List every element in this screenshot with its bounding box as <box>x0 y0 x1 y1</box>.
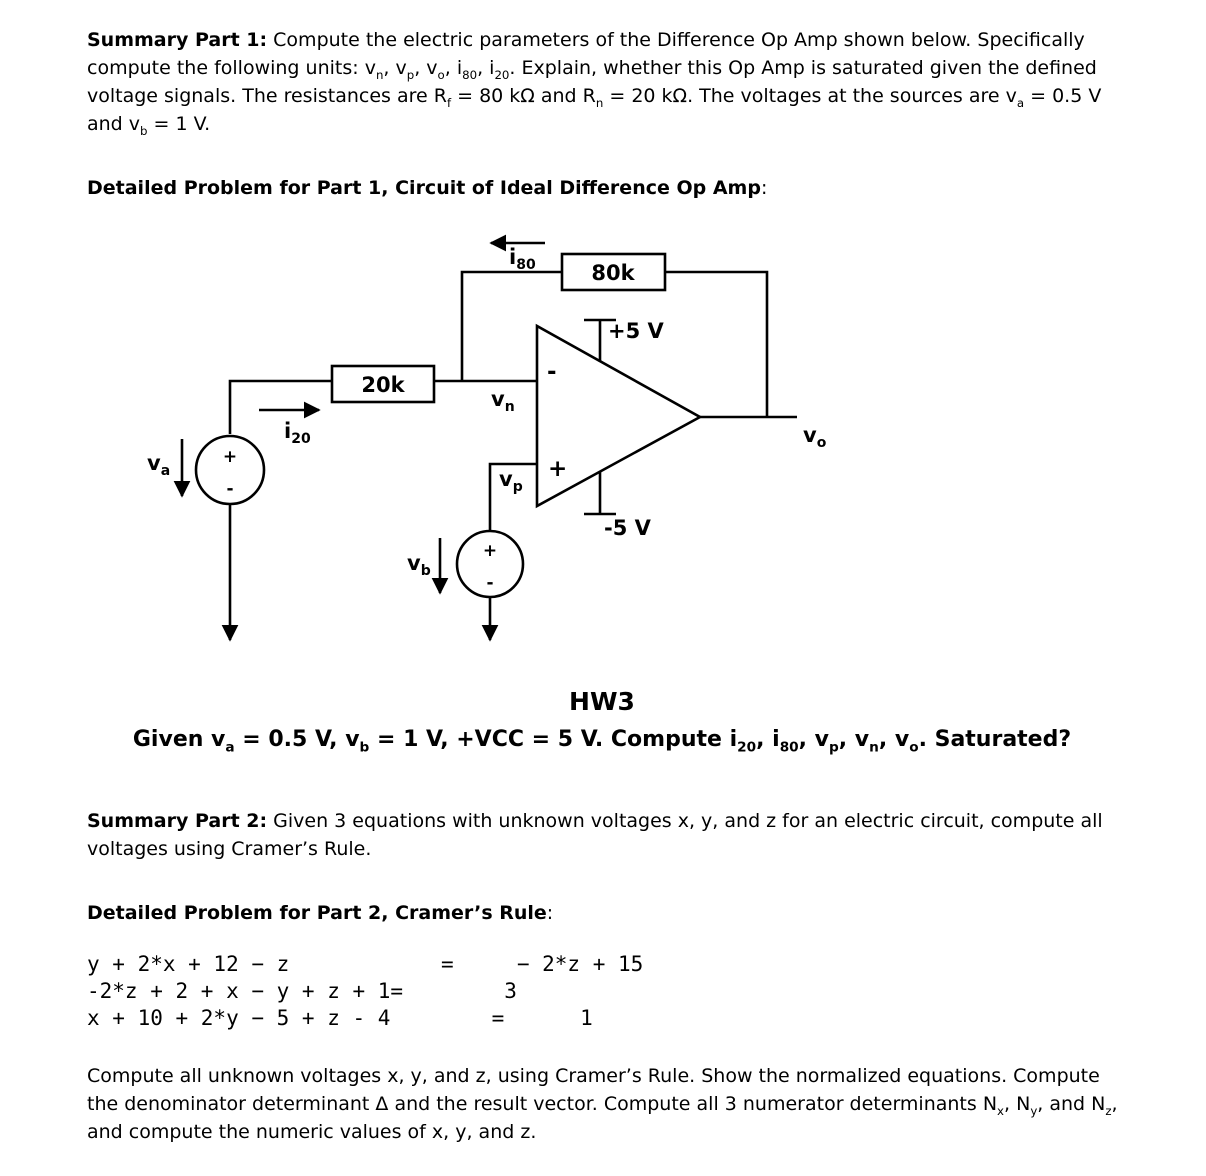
vn-label: vn <box>491 387 515 415</box>
hw3-block: HW3 Given va = 0.5 V, vb = 1 V, +VCC = 5… <box>87 687 1117 755</box>
hw3-title: HW3 <box>569 687 635 716</box>
i20-label: i20 <box>284 419 311 447</box>
equations-block: y + 2*x + 12 − z = − 2*z + 15 -2*z + 2 +… <box>87 951 1136 1032</box>
negative-supply-label: -5 V <box>604 516 652 540</box>
noninverting-input-wire <box>488 462 537 531</box>
resistor-20k-box <box>330 364 436 404</box>
part1-heading: Detailed Problem for Part 1, Circuit of … <box>87 177 768 199</box>
part1-summary: Summary Part 1: Compute the electric par… <box>87 29 1102 138</box>
opamp-triangle <box>535 323 703 509</box>
opamp-inverting-sign: - <box>547 359 557 385</box>
vo-label: vo <box>803 423 827 451</box>
vp-label: vp <box>499 467 523 495</box>
i80-label: i80 <box>509 245 536 273</box>
equation-line-3: x + 10 + 2*y − 5 + z - 4 = 1 <box>87 1006 593 1030</box>
negative-supply-line <box>584 472 616 516</box>
va-plus-sign: + <box>223 447 237 467</box>
positive-supply-line <box>584 318 616 362</box>
hw3-given-line: Given va = 0.5 V, vb = 1 V, +VCC = 5 V. … <box>132 727 1072 756</box>
equation-line-1: y + 2*x + 12 − z = − 2*z + 15 <box>87 952 644 976</box>
resistor-20k-label: 20k <box>361 373 405 397</box>
va-label: va <box>147 451 170 479</box>
resistor-80k-label: 80k <box>591 261 635 285</box>
vb-minus-sign: - <box>486 573 493 593</box>
vb-label: vb <box>407 551 431 579</box>
opamp-circuit-svg: i80 80k +5 V 20k vn i20 va + - - + vp vo… <box>147 234 827 642</box>
part2-summary: Summary Part 2: Given 3 equations with u… <box>87 810 1103 860</box>
positive-supply-label: +5 V <box>608 319 665 343</box>
va-minus-sign: - <box>226 479 233 499</box>
equation-line-2: -2*z + 2 + x − y + z + 1= 3 <box>87 979 517 1003</box>
opamp-noninverting-sign: + <box>548 456 567 482</box>
part2-closing: Compute all unknown voltages x, y, and z… <box>87 1065 1118 1143</box>
part2-heading: Detailed Problem for Part 2, Cramer’s Ru… <box>87 902 554 924</box>
resistor-80k-box <box>560 252 667 292</box>
feedback-wire <box>460 270 769 417</box>
inverting-input-wire <box>228 379 537 434</box>
vb-plus-sign: + <box>483 541 497 561</box>
circuit-diagram: i80 80k +5 V 20k vn i20 va + - - + vp vo… <box>87 224 1136 669</box>
